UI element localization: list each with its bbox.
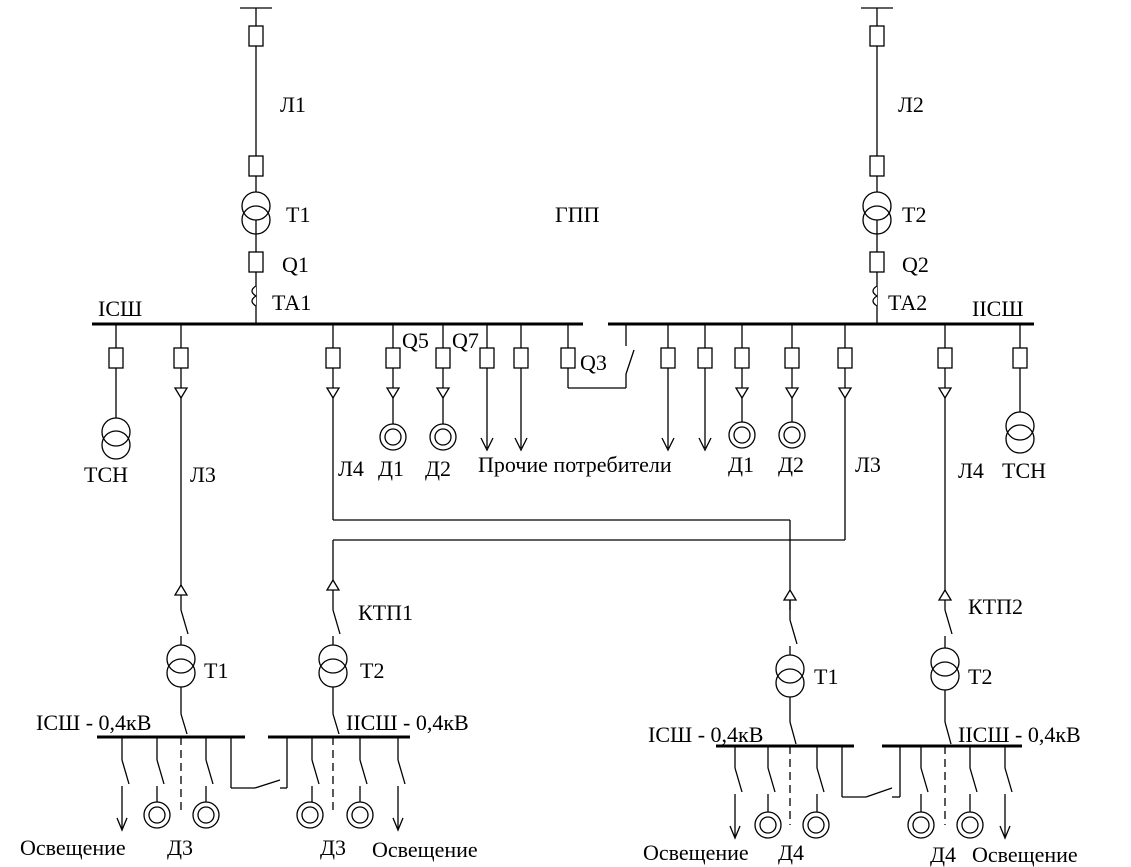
- label-d4-2: Д4: [930, 842, 956, 867]
- label-d1-2: Д1: [728, 452, 754, 477]
- motor-icon: [143, 801, 171, 829]
- motor-icon: [778, 421, 806, 449]
- label-lighting-1: Освещение: [20, 835, 126, 860]
- motor-icon: [907, 811, 935, 839]
- line-1-breaker-bottom: [248, 155, 264, 177]
- label-ktp1-t2: Т2: [360, 658, 384, 683]
- aux-transformer-icon: [101, 417, 131, 447]
- label-d3-1: Д3: [167, 835, 193, 860]
- bus-tie-breaker-q3: [560, 324, 635, 389]
- feeder-motor-d1-2: [728, 324, 756, 449]
- motor-icon: [429, 423, 457, 451]
- label-l4-2: Л4: [958, 458, 984, 483]
- line-1-breaker-top: [248, 25, 264, 47]
- label-t2: Т2: [902, 202, 926, 227]
- label-ktp2-bus1: IСШ - 0,4кВ: [648, 722, 763, 747]
- feeder-motor-d1-1: [379, 324, 407, 451]
- ktp2-outgoing-feeders: [729, 746, 1013, 840]
- ktp1-left-transformer: [166, 609, 196, 735]
- label-l3-1: Л3: [190, 462, 216, 487]
- label-lighting-3: Освещение: [643, 840, 749, 865]
- feeder-l3-1: [173, 324, 189, 610]
- ktp1-right-transformer: [318, 609, 348, 735]
- label-d1-1: Д1: [378, 456, 404, 481]
- label-l4-1: Л4: [338, 456, 364, 481]
- label-ktp1-t1: Т1: [204, 658, 228, 683]
- feeder-tsn-1: [101, 324, 131, 460]
- label-l2: Л2: [898, 92, 924, 117]
- aux-transformer-icon: [1005, 411, 1035, 441]
- label-ta2: ТА2: [888, 290, 927, 315]
- label-ktp1-bus2: IIСШ - 0,4кВ: [346, 710, 469, 735]
- label-lighting-4: Освещение: [972, 842, 1078, 867]
- label-ktp2: КТП2: [968, 594, 1023, 619]
- feeder-l4-2: [937, 324, 953, 610]
- label-t1: Т1: [286, 202, 310, 227]
- substation-label: ГПП: [555, 202, 600, 227]
- feeder-motor-d2-1: [429, 324, 457, 451]
- incoming-line-2: [861, 7, 893, 323]
- label-ktp2-t2: Т2: [968, 664, 992, 689]
- label-bus-1: IСШ: [98, 296, 142, 321]
- motor-icon: [346, 801, 374, 829]
- ktp2-right-transformer: [930, 609, 960, 745]
- motor-icon: [296, 801, 324, 829]
- motor-icon: [192, 801, 220, 829]
- label-l3-2: Л3: [855, 452, 881, 477]
- label-d4-1: Д4: [778, 840, 804, 865]
- label-ktp2-bus2: IIСШ - 0,4кВ: [958, 722, 1081, 747]
- motor-icon: [956, 811, 984, 839]
- label-d2-2: Д2: [778, 452, 804, 477]
- other-consumers-feeders-2: [660, 324, 713, 452]
- label-tsn-2: ТСН: [1002, 458, 1046, 483]
- motor-icon: [728, 421, 756, 449]
- label-ktp1: КТП1: [358, 600, 413, 625]
- motor-icon: [754, 811, 782, 839]
- motor-icon: [379, 423, 407, 451]
- label-d3-2: Д3: [320, 835, 346, 860]
- label-ktp1-bus1: IСШ - 0,4кВ: [36, 710, 151, 735]
- breaker-q2: [869, 251, 885, 273]
- label-q2: Q2: [902, 252, 929, 277]
- label-q3: Q3: [580, 350, 607, 375]
- label-q5: Q5: [402, 328, 429, 353]
- ktp1-outgoing-feeders: [116, 737, 406, 832]
- label-tsn-1: ТСН: [84, 462, 128, 487]
- label-bus-2: IIСШ: [972, 296, 1024, 321]
- label-l1: Л1: [280, 92, 306, 117]
- label-d2-1: Д2: [425, 456, 451, 481]
- motor-icon: [802, 811, 830, 839]
- feeder-l4-1: [325, 324, 798, 610]
- current-transformer-ta1-icon: [251, 285, 258, 307]
- label-ta1: ТА1: [272, 290, 311, 315]
- incoming-line-1: [240, 7, 272, 323]
- current-transformer-ta2-icon: [872, 285, 879, 307]
- label-other-consumers: Прочие потребители: [478, 452, 672, 477]
- other-consumers-feeders-1: [479, 324, 529, 452]
- feeder-l3-2: [325, 324, 853, 610]
- label-q7: Q7: [452, 328, 479, 353]
- label-q1: Q1: [282, 252, 309, 277]
- feeder-tsn-2: [1005, 324, 1035, 454]
- label-ktp2-t1: Т1: [814, 664, 838, 689]
- feeder-motor-d2-2: [778, 324, 806, 449]
- ktp2-left-transformer: [775, 619, 805, 745]
- label-lighting-2: Освещение: [372, 837, 478, 862]
- breaker-q1: [248, 251, 264, 273]
